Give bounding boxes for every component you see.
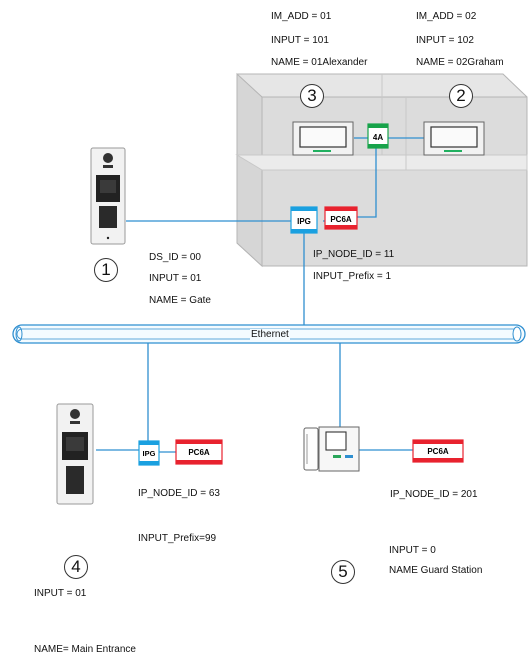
- unit5-name: NAME Guard Station: [389, 565, 483, 576]
- module-ipg-building-label: IPG: [297, 217, 311, 226]
- unit2-name: NAME = 02Graham: [416, 57, 504, 68]
- module-ipg-building: IPG: [290, 206, 318, 234]
- module-4a: 4A: [367, 123, 389, 149]
- unit1-name: NAME = Gate: [149, 295, 211, 306]
- unit3-im-add: IM_ADD = 01: [271, 11, 332, 22]
- building-enclosure: [235, 72, 528, 268]
- module-pc6a-63: PC6A: [175, 439, 223, 465]
- module-ipg-63-label: IPG: [143, 449, 156, 458]
- unit3-input: INPUT = 101: [271, 35, 329, 46]
- unit-5-badge: 5: [331, 560, 355, 584]
- monitor-3: [292, 121, 354, 156]
- module-pc6a-63-label: PC6A: [188, 448, 210, 457]
- unit1-ds-id: DS_ID = 00: [149, 252, 201, 263]
- door-station-4: [56, 403, 94, 505]
- door-station-1: [90, 147, 126, 245]
- unit-4-badge: 4: [64, 555, 88, 579]
- unit4-name: NAME= Main Entrance: [34, 644, 136, 655]
- module-pc6a-201: PC6A: [412, 439, 464, 463]
- unit-1-badge: 1: [94, 258, 118, 282]
- building-ip-node-id: IP_NODE_ID = 11: [313, 249, 395, 260]
- guard-station-5: [303, 426, 360, 472]
- unit3-name: NAME = 01Alexander: [271, 57, 368, 68]
- node201-ip-node-id: IP_NODE_ID = 201: [390, 489, 478, 500]
- unit1-input: INPUT = 01: [149, 273, 202, 284]
- module-pc6a-201-label: PC6A: [427, 447, 449, 456]
- node63-input-prefix: INPUT_Prefix=99: [138, 533, 217, 544]
- unit4-input: INPUT = 01: [34, 588, 87, 599]
- ethernet-label: Ethernet: [250, 329, 290, 341]
- module-ipg-63: IPG: [138, 440, 160, 466]
- module-pc6a-building: PC6A: [324, 206, 358, 230]
- unit5-input: INPUT = 0: [389, 545, 436, 556]
- unit2-im-add: IM_ADD = 02: [416, 11, 477, 22]
- module-pc6a-building-label: PC6A: [330, 215, 352, 224]
- unit-2-badge: 2: [449, 84, 473, 108]
- unit-3-badge: 3: [300, 84, 324, 108]
- monitor-2: [423, 121, 485, 156]
- unit2-input: INPUT = 102: [416, 35, 474, 46]
- building-input-prefix: INPUT_Prefix = 1: [313, 271, 392, 282]
- node63-ip-node-id: IP_NODE_ID = 63: [138, 488, 220, 499]
- module-4a-label: 4A: [373, 133, 383, 142]
